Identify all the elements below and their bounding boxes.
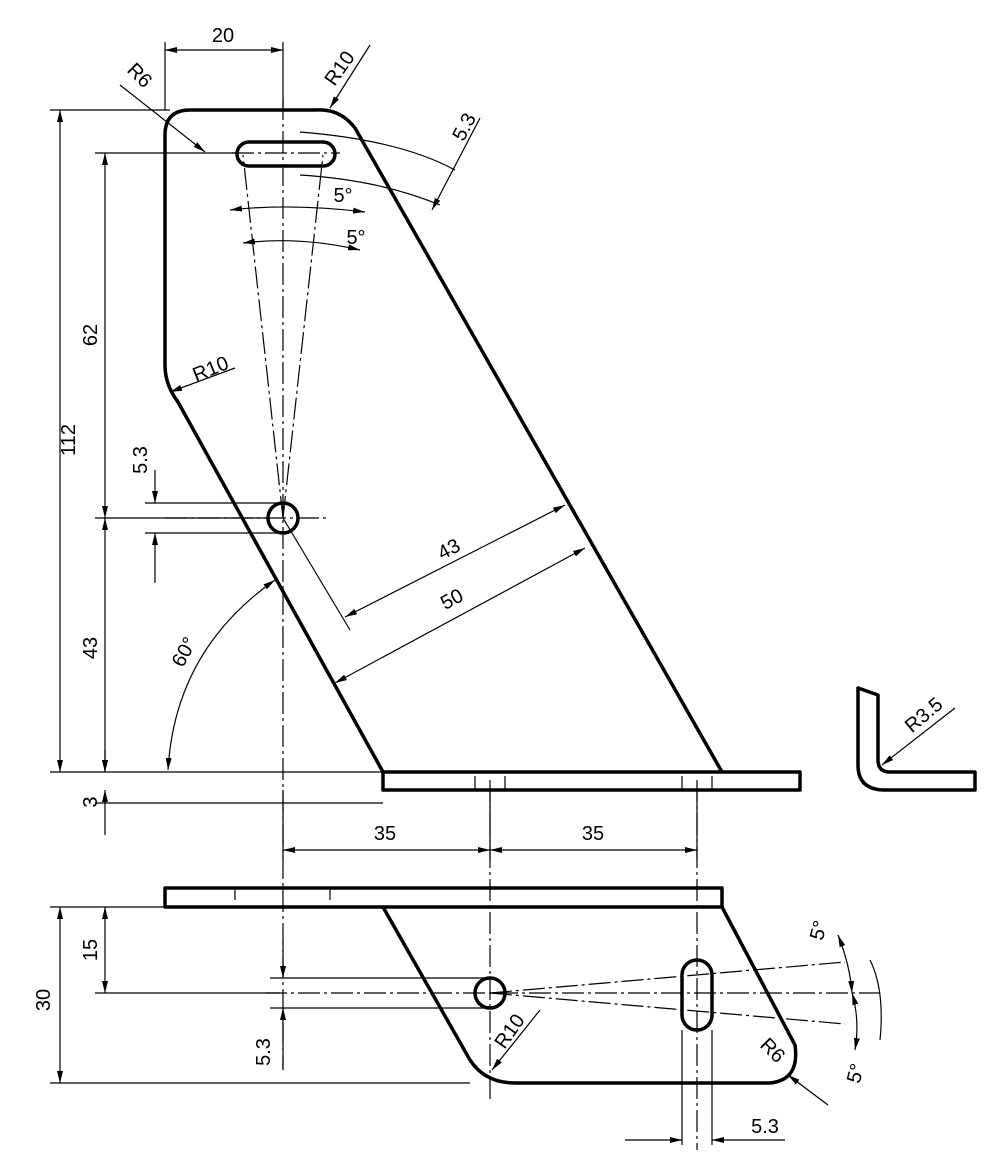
r3-5-leader (881, 707, 956, 766)
dim-5-3-slot-bottom: 5.3 (751, 1116, 779, 1138)
base-flange (381, 770, 802, 792)
dim-angle-bottom-2: 5° (843, 1061, 869, 1085)
dim-15: 15 (80, 939, 102, 961)
dim-62: 62 (80, 324, 102, 346)
dim-43-angled: 43 (434, 535, 464, 565)
dim-r10-left: R10 (190, 352, 232, 386)
dim-35-right: 35 (582, 823, 604, 845)
front-view (50, 42, 802, 1150)
bottom-slot (680, 958, 714, 1032)
bracket-outline (163, 108, 724, 773)
dim-angle-bottom-1: 5° (806, 918, 832, 942)
bottom-view (50, 886, 882, 1145)
bend-profile (856, 686, 977, 792)
top-slot (235, 140, 337, 168)
dim-3: 3 (80, 796, 102, 807)
dim-5-3-top: 5.3 (448, 110, 480, 145)
dim-50: 50 (437, 585, 467, 615)
dim-30: 30 (33, 989, 55, 1011)
bottom-outline (381, 906, 798, 1085)
dim-35-left: 35 (374, 823, 396, 845)
dim-angle-top-2: 5° (346, 227, 365, 249)
dim-5-3-hole: 5.3 (130, 446, 152, 474)
dim-r6-top: R6 (122, 59, 156, 93)
dim-5-3-bottom-hole: 5.3 (253, 1038, 275, 1066)
dim-20: 20 (212, 25, 234, 47)
dim-r6-bottom: R6 (755, 1034, 789, 1068)
dim-112: 112 (58, 424, 80, 456)
dim-angle-top-1: 5° (333, 185, 352, 207)
dim-r10-bottom: R10 (491, 1010, 530, 1053)
dim-43-vertical: 43 (80, 637, 102, 659)
dim-r3-5: R3.5 (901, 693, 948, 737)
flange-bottom (163, 886, 724, 909)
dim-r10-top: R10 (321, 47, 360, 90)
